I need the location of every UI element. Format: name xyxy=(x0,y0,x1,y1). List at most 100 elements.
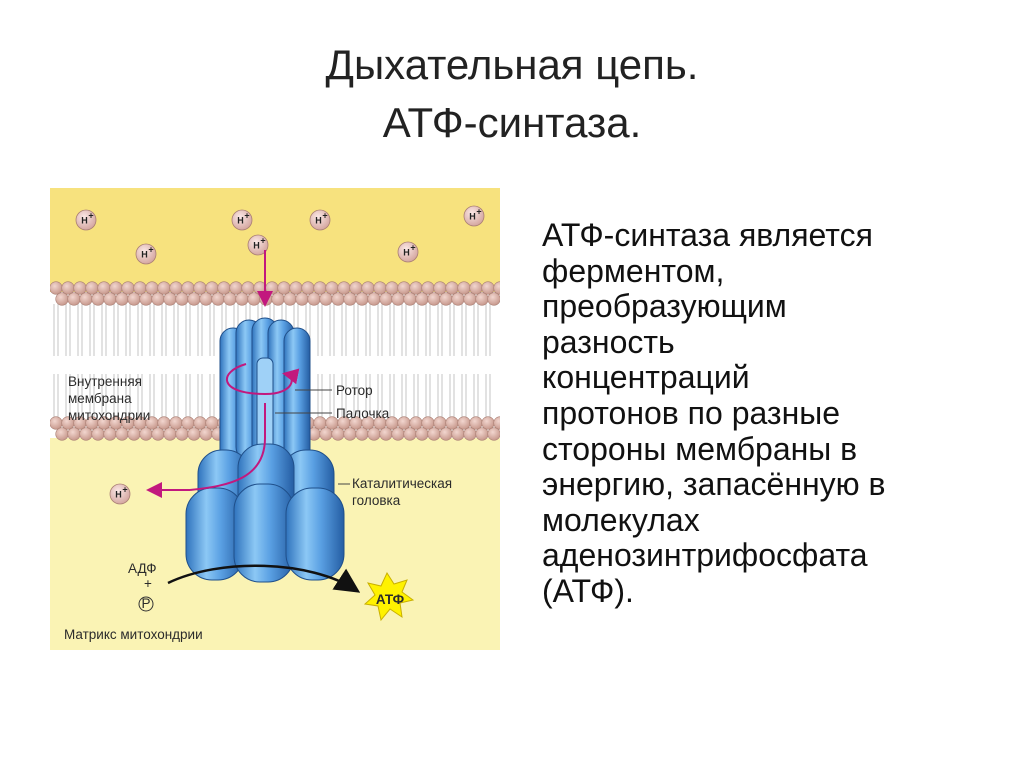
lipid-head xyxy=(415,427,429,441)
rotor-label: Ротор xyxy=(336,383,373,398)
lipid-head xyxy=(193,416,207,430)
lipid-head xyxy=(487,427,500,441)
proton-charge: + xyxy=(410,243,415,253)
lipid-head xyxy=(187,292,201,306)
lipid-head xyxy=(199,292,213,306)
lipid-head xyxy=(271,292,285,306)
lipid-head xyxy=(355,427,369,441)
membrane-label-2: мембрана xyxy=(68,391,132,406)
proton-charge: + xyxy=(260,236,265,246)
lipid-head xyxy=(391,427,405,441)
lipid-head xyxy=(409,416,423,430)
proton-icon: H+ xyxy=(397,241,419,263)
lipid-head xyxy=(337,281,351,295)
lipid-head xyxy=(457,281,471,295)
lipid-head xyxy=(403,292,417,306)
lipid-head xyxy=(181,416,195,430)
lipid-head xyxy=(139,427,153,441)
proton-label: H xyxy=(81,216,88,226)
diagram-svg: H+H+H+H+H+H+H+H+ АТФ Внутрен xyxy=(50,188,500,650)
lipid-head xyxy=(445,416,459,430)
body-text: АТФ-синтаза является ферментом, преобраз… xyxy=(542,217,1002,610)
proton-charge: + xyxy=(244,211,249,221)
lipid-head xyxy=(50,416,63,430)
lipid-head xyxy=(469,416,483,430)
lipid-head xyxy=(307,292,321,306)
lipid-head xyxy=(481,416,495,430)
lipid-head xyxy=(115,292,129,306)
lipid-head xyxy=(301,281,315,295)
proton-charge: + xyxy=(122,485,127,495)
label-pointers xyxy=(275,389,350,485)
proton-charge: + xyxy=(88,211,93,221)
body-line: концентраций xyxy=(542,359,750,396)
lipid-head xyxy=(415,292,429,306)
title-line-2: АТФ-синтаза. xyxy=(382,99,642,146)
lipid-head xyxy=(127,292,141,306)
lipid-head xyxy=(421,416,435,430)
lipid-head xyxy=(181,281,195,295)
lipid-head xyxy=(169,416,183,430)
proton-label: H xyxy=(469,212,476,222)
lipid-head xyxy=(439,427,453,441)
phosphate-label: P xyxy=(141,596,150,611)
lipid-head xyxy=(433,281,447,295)
lipid-head xyxy=(211,292,225,306)
lipid-head xyxy=(397,416,411,430)
lipid-head xyxy=(451,427,465,441)
atp-synthase-diagram: H+H+H+H+H+H+H+H+ АТФ Внутрен xyxy=(50,188,500,650)
lipid-head xyxy=(169,281,183,295)
proton-icon: H+ xyxy=(135,243,157,265)
proton-label: H xyxy=(315,216,322,226)
proton-charge: + xyxy=(148,245,153,255)
proton-icon: H+ xyxy=(75,209,97,231)
proton-icon: H+ xyxy=(247,234,269,256)
body-line: протонов по разные xyxy=(542,394,841,431)
lipid-head xyxy=(55,427,69,441)
lipid-head xyxy=(367,427,381,441)
lipid-head xyxy=(193,281,207,295)
head-label-1: Каталитическая xyxy=(352,476,452,491)
lipid-head xyxy=(463,292,477,306)
lipid-head xyxy=(235,292,249,306)
lipid-head xyxy=(67,292,81,306)
proton-group: H+H+H+H+H+H+H+H+ xyxy=(75,205,485,505)
lipid-head xyxy=(457,416,471,430)
lipid-head xyxy=(97,281,111,295)
lipid-head xyxy=(385,281,399,295)
lipid-head xyxy=(397,281,411,295)
body-line: стороны мембраны в xyxy=(542,430,858,467)
title-line-1: Дыхательная цепь. xyxy=(325,41,699,88)
lipid-head xyxy=(427,427,441,441)
lipid-head xyxy=(103,427,117,441)
body-line: энергию, запасённую в xyxy=(542,466,886,503)
lipid-head xyxy=(277,281,291,295)
lipid-head xyxy=(433,416,447,430)
lipid-head xyxy=(373,281,387,295)
lipid-head xyxy=(73,281,87,295)
lipid-head xyxy=(343,427,357,441)
lipid-head xyxy=(403,427,417,441)
lipid-head xyxy=(133,281,147,295)
lipid-head xyxy=(463,427,477,441)
membrane-label-1: Внутренняя xyxy=(68,374,142,389)
lipid-head xyxy=(481,281,495,295)
lipid-head xyxy=(157,416,171,430)
proton-flow-arrows xyxy=(146,250,300,498)
lipid-head xyxy=(487,292,500,306)
lipid-head xyxy=(157,281,171,295)
lipid-head xyxy=(421,281,435,295)
body-line: преобразующим xyxy=(542,288,787,325)
lipid-head xyxy=(79,292,93,306)
proton-label: H xyxy=(237,216,244,226)
lipid-head xyxy=(91,427,105,441)
lipid-head xyxy=(379,292,393,306)
proton-charge: + xyxy=(322,211,327,221)
atp-label: АТФ xyxy=(376,592,405,607)
atp-synthase-enzyme xyxy=(185,317,345,583)
lipid-head xyxy=(229,281,243,295)
lipid-head xyxy=(127,427,141,441)
lipid-head xyxy=(151,292,165,306)
lipid-head xyxy=(109,281,123,295)
lipid-head xyxy=(163,292,177,306)
